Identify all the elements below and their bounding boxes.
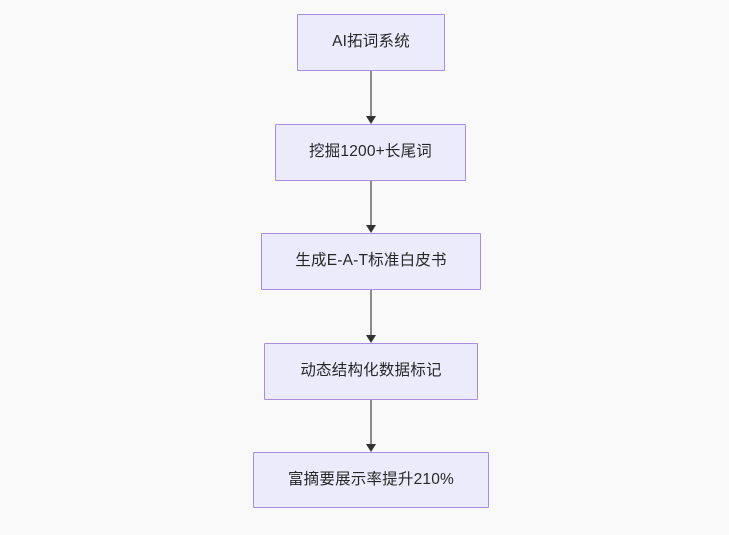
flowchart-node-4-label: 动态结构化数据标记 xyxy=(300,362,442,380)
flowchart-node-1-label: AI拓词系统 xyxy=(332,33,410,51)
edge-line xyxy=(370,400,372,444)
arrow-down-icon xyxy=(366,116,376,124)
arrow-down-icon xyxy=(366,444,376,452)
flowchart-node-2[interactable]: 挖掘1200+长尾词 xyxy=(275,124,466,181)
flowchart-node-3[interactable]: 生成E-A-T标准白皮书 xyxy=(261,233,481,290)
edge-line xyxy=(370,181,372,225)
edge-line xyxy=(370,290,372,335)
edge-line xyxy=(370,71,372,116)
arrow-down-icon xyxy=(366,225,376,233)
flowchart-node-5-label: 富摘要展示率提升210% xyxy=(287,470,455,488)
flowchart-node-1[interactable]: AI拓词系统 xyxy=(297,14,445,71)
flowchart-node-2-label: 挖掘1200+长尾词 xyxy=(308,143,433,161)
flowchart-node-5[interactable]: 富摘要展示率提升210% xyxy=(253,452,489,508)
flowchart-node-3-label: 生成E-A-T标准白皮书 xyxy=(295,252,447,270)
arrow-down-icon xyxy=(366,335,376,343)
flowchart-node-4[interactable]: 动态结构化数据标记 xyxy=(264,343,478,400)
